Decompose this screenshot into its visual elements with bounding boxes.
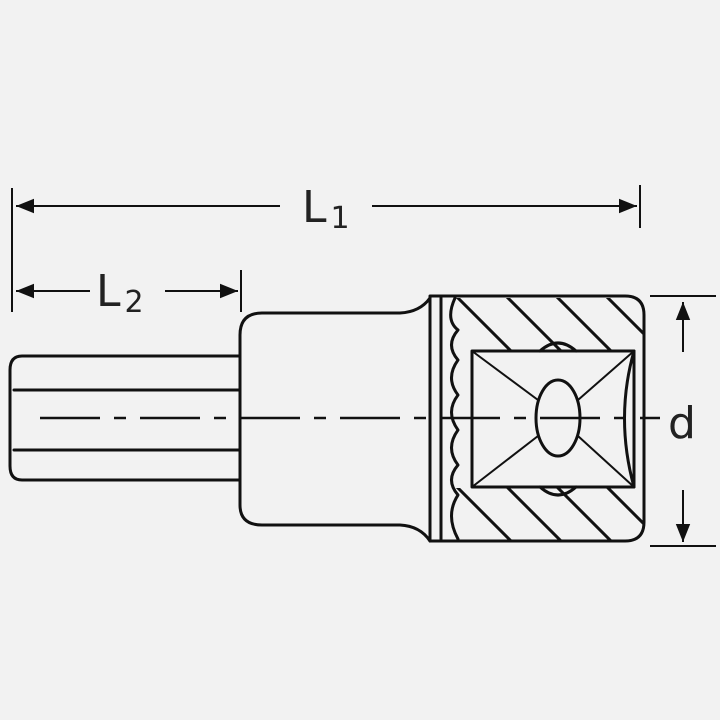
hex-bit (8, 354, 242, 482)
hatching-top (455, 298, 643, 350)
label-d: d (668, 398, 696, 449)
socket-head (428, 294, 646, 543)
dimension-d: d (650, 295, 716, 547)
hatching-bottom (455, 488, 643, 540)
socket-body (238, 296, 432, 543)
